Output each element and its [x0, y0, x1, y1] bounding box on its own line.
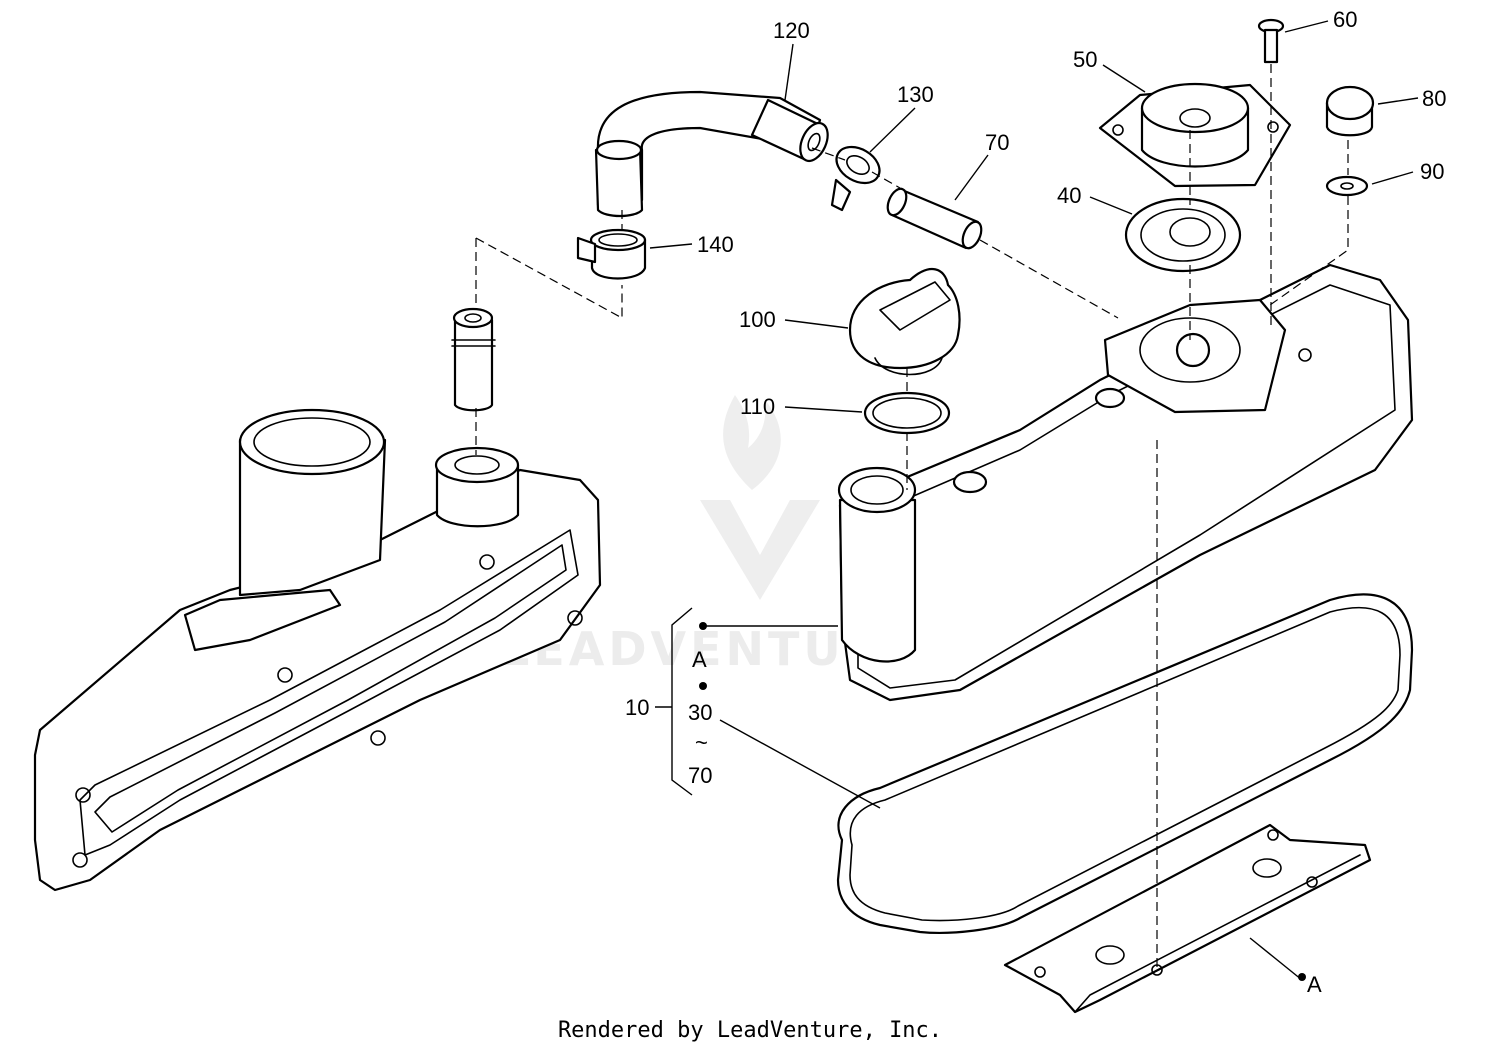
callout-100: 100	[739, 307, 776, 332]
kit-range-end: 70	[688, 763, 712, 788]
cap-80	[1325, 85, 1375, 137]
bolt-60	[1257, 18, 1285, 64]
breather-hose	[594, 90, 829, 218]
kit-range-start: 30	[688, 700, 712, 725]
intake-manifold	[33, 408, 602, 892]
hose-nipple-left	[451, 307, 496, 412]
kit-marker-a: A	[692, 647, 707, 672]
oil-filler-cap	[848, 268, 961, 376]
leader-lines	[649, 20, 1419, 981]
kit-range-symbol: ~	[695, 730, 708, 755]
callout-10: 10	[625, 695, 649, 720]
breather-diaphragm	[1124, 197, 1242, 273]
pipe-fitting-70	[886, 187, 983, 250]
callout-80: 80	[1422, 86, 1446, 111]
rocker-cover-gasket	[836, 593, 1414, 934]
hose-clamp-140	[576, 228, 647, 280]
washer-90	[1325, 175, 1369, 197]
callout-40: 40	[1057, 183, 1081, 208]
gasket-marker-a: A	[1307, 972, 1322, 997]
callout-140: 140	[697, 232, 734, 257]
breather-cover-plate	[1098, 82, 1292, 188]
callout-130: 130	[897, 82, 934, 107]
footer-credit: Rendered by LeadVenture, Inc.	[557, 1018, 943, 1043]
callout-60: 60	[1333, 7, 1357, 32]
callout-50: 50	[1073, 47, 1097, 72]
hose-clamp-130	[830, 145, 881, 212]
assembly-lines	[475, 64, 1349, 970]
callout-70: 70	[985, 130, 1009, 155]
callout-90: 90	[1420, 159, 1444, 184]
callout-120: 120	[773, 18, 810, 43]
rocker-cover	[837, 263, 1414, 702]
callout-labels: 120 130 70 50 60 80 90 40 140 100 110 10…	[625, 7, 1446, 997]
mounting-bracket	[1003, 823, 1372, 1014]
o-ring-110	[863, 391, 951, 435]
callout-110: 110	[740, 394, 775, 419]
